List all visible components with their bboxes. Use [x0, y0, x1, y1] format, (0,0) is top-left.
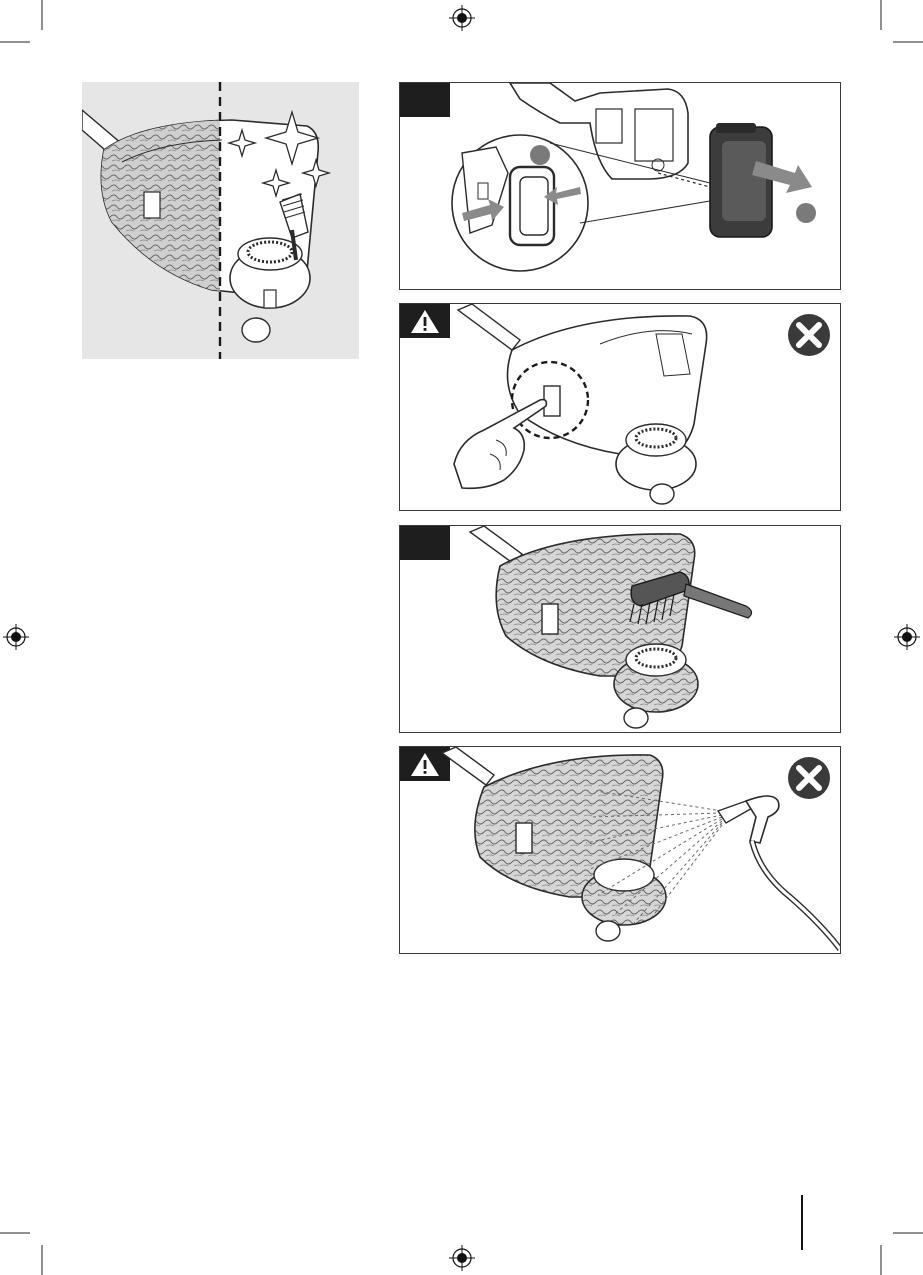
registration-mark-bottom	[449, 1245, 475, 1271]
registration-mark-left	[3, 624, 29, 650]
hand-icon	[454, 400, 546, 489]
figure-remove-battery	[399, 82, 841, 290]
figure-no-water-spray	[399, 746, 841, 954]
registration-mark-top	[449, 5, 475, 31]
registration-mark-right	[894, 624, 920, 650]
step-dot	[796, 203, 816, 223]
garden-hose-icon	[718, 796, 840, 949]
trimmer-guard-dirty-half-icon	[82, 82, 359, 359]
figure-no-touch-blade	[399, 303, 841, 511]
figure-brush-clean	[399, 525, 841, 733]
battery-pack-icon	[710, 123, 772, 237]
figure-clean-result	[82, 82, 359, 359]
